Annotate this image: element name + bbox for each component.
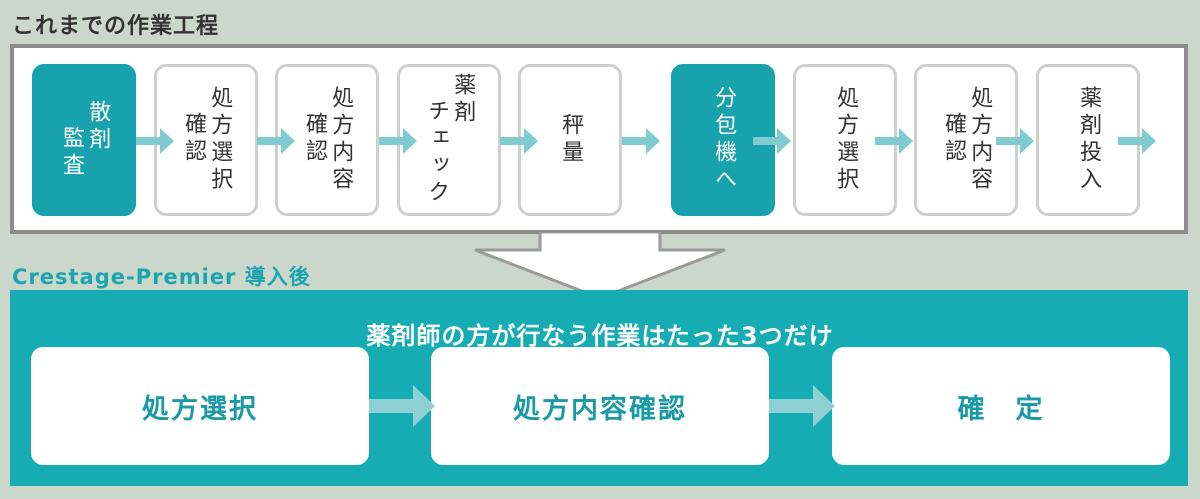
before-step-label: 確認 <box>941 112 966 166</box>
right-arrow-icon <box>769 385 835 427</box>
right-arrow-icon <box>1118 128 1156 154</box>
down-arrow-icon <box>474 232 726 300</box>
right-arrow-icon <box>622 128 660 154</box>
after-step-label-3: 確 定 <box>957 393 1045 425</box>
before-step-label: 分包機へ <box>711 86 737 194</box>
before-step-label: チェック <box>424 99 449 207</box>
right-arrow-icon <box>875 128 913 154</box>
after-heading: 薬剤師の方が行なう作業はたった3つだけ <box>366 322 834 350</box>
before-step-box: 薬剤チェック <box>397 64 501 216</box>
section-title-after: Crestage-Premier 導入後 <box>12 265 311 289</box>
right-arrow-icon <box>257 128 295 154</box>
section-title-before: これまでの作業工程 <box>12 14 220 39</box>
right-arrow-icon <box>379 128 417 154</box>
before-step-label: 秤量 <box>558 113 584 167</box>
before-step-label: 薬剤投入 <box>1076 86 1102 194</box>
right-arrow-icon <box>500 128 538 154</box>
after-step-label-2: 処方内容確認 <box>513 393 687 425</box>
before-step-label: 確認 <box>181 112 206 166</box>
after-step-box-1: 処方選択 <box>31 347 369 465</box>
before-step-label: 処方選択 <box>207 86 233 194</box>
before-step-label: 散剤 <box>85 100 111 154</box>
before-step-box: 処方選択確認 <box>154 64 258 216</box>
before-step-box: 散剤監査 <box>32 64 136 216</box>
right-arrow-icon <box>136 128 174 154</box>
before-step-box: 処方内容確認 <box>275 64 379 216</box>
after-step-label-1: 処方選択 <box>142 393 258 425</box>
right-arrow-icon <box>369 385 435 427</box>
after-step-box-3: 確 定 <box>832 347 1170 465</box>
right-arrow-icon <box>753 128 791 154</box>
before-step-label: 処方内容 <box>967 86 993 194</box>
before-step-label: 薬剤 <box>450 73 476 127</box>
before-step-label: 処方内容 <box>328 86 354 194</box>
before-step-label: 処方選択 <box>833 86 859 194</box>
before-step-label: 監査 <box>59 126 84 180</box>
right-arrow-icon <box>996 128 1034 154</box>
before-step-label: 確認 <box>302 112 327 166</box>
after-step-box-2: 処方内容確認 <box>431 347 769 465</box>
